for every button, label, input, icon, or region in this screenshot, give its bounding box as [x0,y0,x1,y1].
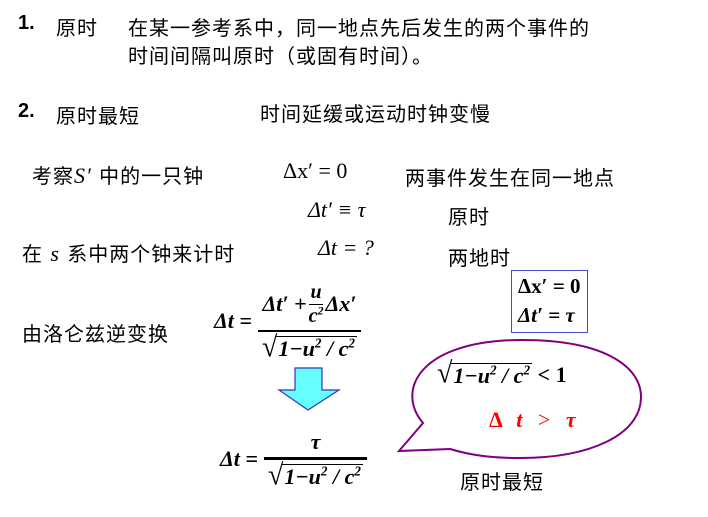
section1-title: 原时 [56,16,98,40]
proper-time-equation: Δt′ ≡ τ [308,197,366,222]
observe-equation: Δx′ = 0 [283,158,348,183]
section2-number: 2. [18,100,35,122]
result-formula: Δt = τ √1−u2 / c2 [220,418,367,500]
boxed-conditions: Δx′ = 0 Δt′ = τ [511,270,588,333]
down-arrow-icon [277,367,342,411]
section1-number: 1. [18,12,35,34]
s-frame-note: 两地时 [448,246,511,270]
section2-subtitle: 时间延缓或运动时钟变慢 [260,102,491,126]
s-frame-equation: Δt = ? [318,235,374,260]
bubble-inequality: √1−u2 / c2 < 1 [437,357,567,390]
result-note: 原时最短 [460,470,544,494]
boxed-line2: Δt′ = τ [518,303,575,328]
section1-text-line2: 时间间隔叫原时（或固有时间）。 [128,44,433,68]
lorentz-label: 由洛仑兹逆变换 [22,322,169,346]
bubble-conclusion: Δ t > τ [489,407,576,432]
proper-time-note: 原时 [448,205,490,229]
section2-title: 原时最短 [56,104,140,128]
observe-label: 考察S′ 中的一只钟 [32,163,205,188]
boxed-line1: Δx′ = 0 [518,274,581,298]
lorentz-formula: Δt = Δt′ + u c2 Δx′ √1−u2 / c2 [214,273,361,369]
observe-note: 两事件发生在同一地点 [405,166,615,190]
section1-text-line1: 在某一参考系中，同一地点先后发生的两个事件的 [128,16,590,40]
s-frame-label: 在 s 系中两个钟来计时 [22,241,236,266]
